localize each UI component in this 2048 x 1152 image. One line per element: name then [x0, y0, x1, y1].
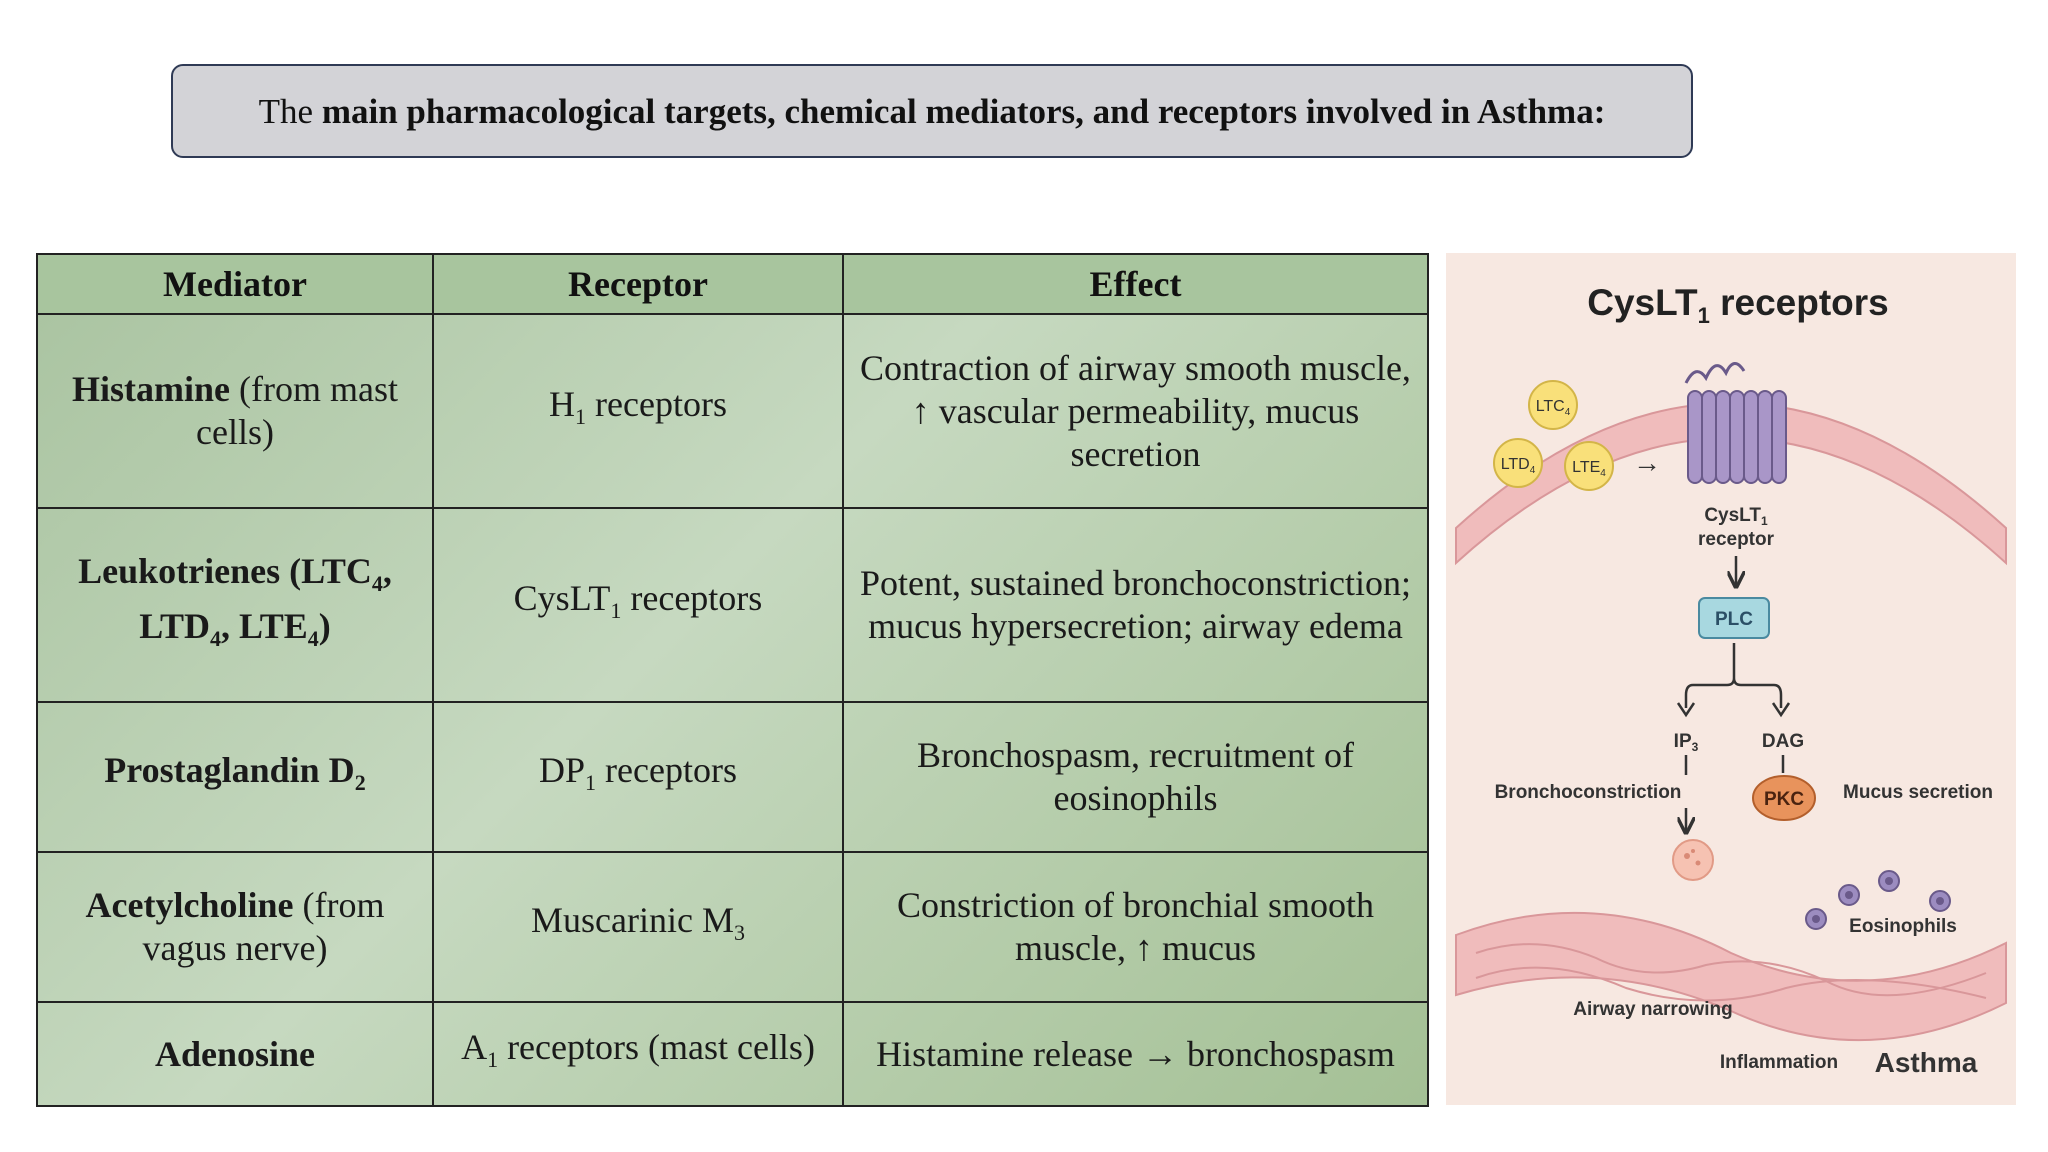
table-row: Acetylcholine (from vagus nerve) Muscari… — [36, 851, 1429, 1003]
cyslt-diagram-panel: CysLT1 receptors LTC4 LTD4 LTE4 → — [1446, 253, 2016, 1105]
table-row: Adenosine A1 receptors (mast cells) Hist… — [36, 1001, 1429, 1107]
mediator-part: ) — [318, 606, 331, 646]
mediator-name: Prostaglandin D2 — [104, 750, 365, 795]
receptor-subscript: 1 — [575, 404, 587, 430]
table-row: Prostaglandin D2 DP1 receptors Bronchosp… — [36, 701, 1429, 853]
bronchoconstriction-label: Bronchoconstriction — [1495, 782, 1682, 803]
page-title: The main pharmacological targets, chemic… — [171, 64, 1693, 158]
effect-cell: Constriction of bronchial smooth muscle,… — [842, 851, 1429, 1003]
receptor-name: DP — [539, 750, 586, 791]
diagram-title: CysLT1 receptors — [1587, 282, 1889, 328]
receptor-suffix: receptors — [621, 578, 763, 619]
mediator-subscript: 4 — [209, 626, 221, 652]
svg-text:LTC4: LTC4 — [1536, 398, 1571, 418]
branch-lines — [1684, 643, 1783, 708]
title-bold: main pharmacological targets, chemical m… — [321, 91, 1606, 131]
mediator-subscript: 2 — [354, 770, 366, 796]
table-row: Leukotrienes (LTC4, LTD4, LTE4) CysLT1 r… — [36, 507, 1429, 703]
title-prefix: The — [258, 91, 314, 131]
table-row: Histamine (from mast cells) H1 receptors… — [36, 313, 1429, 509]
dag-label: DAG — [1762, 731, 1804, 752]
mediator-cell: Leukotrienes (LTC4, LTD4, LTE4) — [36, 507, 434, 703]
effect-cell: Histamine release → bronchospasm — [842, 1001, 1429, 1107]
mediator-name: Leukotrienes (LTC4, LTD4, LTE4) — [78, 550, 392, 651]
mediator-cell: Prostaglandin D2 — [36, 701, 434, 853]
asthma-label: Asthma — [1875, 1047, 1978, 1078]
mediator-part: , LTD — [139, 550, 392, 646]
receptor-subscript: 3 — [733, 920, 745, 946]
receptor-name: H — [549, 384, 576, 425]
receptor-cell: A1 receptors (mast cells) — [432, 1001, 844, 1107]
effect-cell: Potent, sustained bronchoconstriction; m… — [842, 507, 1429, 703]
eosinophils-label: Eosinophils — [1849, 916, 1957, 937]
receptor-subscript: 1 — [610, 598, 622, 624]
svg-text:LTD4: LTD4 — [1501, 456, 1536, 476]
receptor-subscript: 1 — [585, 770, 597, 796]
ip3-label: IP3 — [1674, 731, 1699, 754]
mediator-part: Leukotrienes (LTC — [78, 550, 372, 591]
receptor-suffix: receptors (mast cells) — [498, 1027, 815, 1068]
plc-label: PLC — [1715, 609, 1753, 630]
airway-narrowing-label: Airway narrowing — [1573, 999, 1732, 1020]
receptor-suffix: receptors — [586, 384, 727, 425]
cyslt-diagram: CysLT1 receptors LTC4 LTD4 LTE4 → — [1455, 282, 2007, 1078]
binding-arrow: → — [1633, 447, 1661, 478]
receptor-suffix: receptors — [596, 750, 737, 791]
mast-cell-icon — [1672, 839, 1714, 881]
ligand-ltd4: LTD4 — [1493, 438, 1543, 488]
receptor-subscript: 1 — [487, 1047, 499, 1073]
pkc-node — [1752, 775, 1816, 821]
receptor-icon — [1684, 362, 1787, 484]
receptor-name: CysLT — [513, 578, 611, 619]
ligand-ltc4: LTC4 — [1528, 380, 1578, 430]
ligand-lte4: LTE4 — [1564, 441, 1614, 491]
receptor-name: A — [461, 1027, 488, 1068]
table-header-row: Mediator Receptor Effect — [36, 253, 1429, 315]
svg-text:LTE4: LTE4 — [1572, 459, 1606, 479]
effect-cell: Bronchospasm, recruitment of eosinophils — [842, 701, 1429, 853]
header-mediator: Mediator — [36, 253, 434, 315]
mediator-table: Mediator Receptor Effect Histamine (from… — [36, 253, 1429, 1107]
header-effect: Effect — [842, 253, 1429, 315]
mediator-part: Prostaglandin D — [104, 750, 355, 791]
mediator-subscript: 4 — [371, 571, 383, 596]
receptor-cell: DP1 receptors — [432, 701, 844, 853]
mediator-source: (from mast cells) — [196, 369, 398, 452]
pkc-label: PKC — [1764, 789, 1804, 810]
mediator-subscript: 4 — [307, 626, 319, 652]
receptor-cell: H1 receptors — [432, 313, 844, 509]
mediator-cell: Histamine (from mast cells) — [36, 313, 434, 509]
receptor-label-line2: receptor — [1698, 529, 1775, 550]
receptor-cell: Muscarinic M3 — [432, 851, 844, 1003]
header-receptor: Receptor — [432, 253, 844, 315]
plc-box — [1698, 597, 1770, 639]
mediator-source: (from vagus nerve) — [142, 885, 385, 968]
mediator-part: , LTE — [220, 606, 308, 646]
receptor-cell: CysLT1 receptors — [432, 507, 844, 703]
mucus-secretion-label: Mucus secretion — [1843, 782, 1993, 803]
mediator-cell: Acetylcholine (from vagus nerve) — [36, 851, 434, 1003]
effect-cell: Contraction of airway smooth muscle, ↑ v… — [842, 313, 1429, 509]
receptor-name: Muscarinic M — [531, 900, 734, 941]
receptor-label: CysLT1 — [1704, 505, 1768, 528]
mediator-cell: Adenosine — [36, 1001, 434, 1107]
airway-wall — [1455, 911, 2007, 1042]
mediator-name: Histamine — [72, 369, 231, 409]
inflammation-label: Inflammation — [1720, 1052, 1838, 1073]
mediator-name: Acetylcholine — [85, 885, 294, 925]
mediator-name: Adenosine — [154, 1033, 316, 1074]
eosinophil-icon — [1805, 870, 1951, 930]
